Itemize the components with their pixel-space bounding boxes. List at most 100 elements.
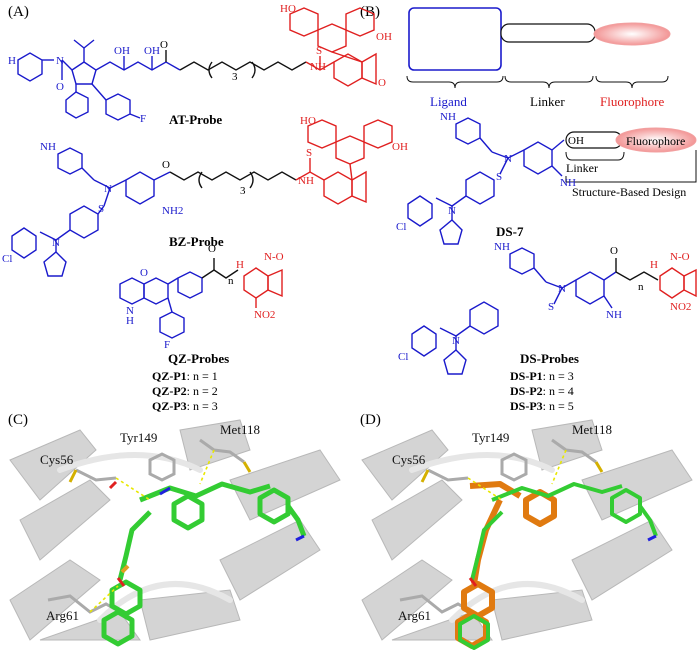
svg-text:O: O <box>162 159 170 171</box>
fluorophore-ellipse <box>593 22 671 46</box>
ds-probe-atom-labels: NH N S N Cl NH O n H N-O NO2 <box>398 241 691 363</box>
svg-text:N: N <box>452 335 460 347</box>
svg-text:DS-P3: n = 5: DS-P3: n = 5 <box>510 399 574 413</box>
svg-text:OH: OH <box>568 135 584 147</box>
at-probe-label: AT-Probe <box>169 112 222 127</box>
ligand-label: Ligand <box>430 94 467 109</box>
svg-text:H: H <box>126 315 134 327</box>
ds-probes-label: DS-Probes <box>520 351 579 366</box>
residue-tyr149-c: Tyr149 <box>120 430 157 445</box>
svg-text:N: N <box>448 205 456 217</box>
svg-text:H: H <box>236 259 244 271</box>
svg-text:DS-P1: n = 3: DS-P1: n = 3 <box>510 369 574 383</box>
svg-text:DS-P2: n = 4: DS-P2: n = 4 <box>510 384 574 398</box>
svg-text:O: O <box>140 267 148 279</box>
bz-probe-label: BZ-Probe <box>169 234 224 249</box>
svg-text:F: F <box>140 113 146 125</box>
ds7-label: DS-7 <box>496 224 524 239</box>
svg-text:S: S <box>548 301 554 313</box>
linker-label: Linker <box>530 94 565 109</box>
at-probe-atom-labels: H N O F OH OH O 3 NH S HO OH O <box>8 3 392 125</box>
ds7-atom-labels: NH N S N Cl NH <box>396 111 576 233</box>
svg-text:OH: OH <box>114 45 130 57</box>
svg-text:OH: OH <box>144 45 160 57</box>
svg-text:QZ-P2: n = 2: QZ-P2: n = 2 <box>152 384 218 398</box>
svg-text:N: N <box>56 55 64 67</box>
residue-met118-d: Met118 <box>572 422 612 437</box>
svg-text:NO2: NO2 <box>254 309 275 321</box>
svg-text:OH: OH <box>392 141 408 153</box>
svg-text:S: S <box>306 147 312 159</box>
svg-text:3: 3 <box>232 71 238 83</box>
ds7-linker-fluorophore: OH Fluorophore Linker Structure-Based De… <box>565 127 697 199</box>
svg-text:S: S <box>98 203 104 215</box>
ds-series-list: DS-P1: n = 3 DS-P2: n = 4 DS-P3: n = 5 <box>510 369 574 413</box>
svg-text:QZ-P1: n = 1: QZ-P1: n = 1 <box>152 369 218 383</box>
structure-based-design-label: Structure-Based Design <box>572 185 686 199</box>
svg-text:N: N <box>126 305 134 317</box>
qz-probes-label: QZ-Probes <box>168 351 229 366</box>
svg-text:NH: NH <box>40 141 56 153</box>
svg-text:NH: NH <box>560 177 576 189</box>
residue-tyr149-d: Tyr149 <box>472 430 509 445</box>
svg-text:HO: HO <box>280 3 296 15</box>
svg-text:H: H <box>8 55 16 67</box>
svg-text:S: S <box>496 171 502 183</box>
svg-text:N: N <box>504 153 512 165</box>
bz-probe-structure <box>11 119 393 277</box>
svg-text:3: 3 <box>240 185 246 197</box>
qz-probe-structure <box>119 258 283 339</box>
panel-letter-d: (D) <box>360 412 381 428</box>
design-schematic: Ligand Linker Fluorophore <box>406 7 671 109</box>
ds7-fluorophore-label: Fluorophore <box>626 134 685 148</box>
svg-text:O: O <box>56 81 64 93</box>
qz-probe-atom-labels: O N H F O n H N-O NO2 <box>126 243 284 351</box>
fluorophore-label: Fluorophore <box>600 94 665 109</box>
svg-text:S: S <box>316 45 322 57</box>
svg-text:NH: NH <box>606 309 622 321</box>
svg-text:OH: OH <box>376 31 392 43</box>
residue-arg61-d: Arg61 <box>398 608 431 623</box>
ligand-box <box>408 7 502 71</box>
residue-cys56-d: Cys56 <box>392 452 426 467</box>
qz-series-list: QZ-P1: n = 1 QZ-P2: n = 2 QZ-P3: n = 3 <box>152 369 218 413</box>
ds7-linker-label: Linker <box>566 161 598 175</box>
svg-text:N: N <box>558 283 566 295</box>
svg-text:QZ-P3: n = 3: QZ-P3: n = 3 <box>152 399 218 413</box>
svg-text:HO: HO <box>300 115 316 127</box>
svg-text:NH: NH <box>310 61 326 73</box>
panel-letter-a: (A) <box>8 4 29 20</box>
svg-text:O: O <box>610 245 618 257</box>
svg-text:Cl: Cl <box>398 351 408 363</box>
svg-text:NH2: NH2 <box>162 205 183 217</box>
svg-text:H: H <box>650 259 658 271</box>
linker-box <box>500 23 596 43</box>
residue-met118-c: Met118 <box>220 422 260 437</box>
svg-text:N: N <box>52 237 60 249</box>
svg-text:O: O <box>378 77 386 89</box>
docking-view-c <box>9 419 341 647</box>
svg-text:NH: NH <box>494 241 510 253</box>
svg-text:NO2: NO2 <box>670 301 691 313</box>
svg-text:F: F <box>164 339 170 351</box>
svg-text:NH: NH <box>298 175 314 187</box>
svg-text:Cl: Cl <box>2 253 12 265</box>
docking-view-d <box>361 419 693 650</box>
svg-text:n: n <box>228 275 234 287</box>
svg-text:N-O: N-O <box>264 251 284 263</box>
residue-arg61-c: Arg61 <box>46 608 79 623</box>
svg-text:O: O <box>208 243 216 255</box>
svg-text:N: N <box>104 183 112 195</box>
bz-probe-atom-labels: NH N S NH2 O 3 N Cl NH S HO OH <box>2 115 408 265</box>
ds7-structure <box>407 117 565 245</box>
at-probe-structure <box>17 7 377 121</box>
panel-letter-c: (C) <box>8 412 28 428</box>
svg-text:n: n <box>638 281 644 293</box>
residue-cys56-c: Cys56 <box>40 452 74 467</box>
svg-text:Cl: Cl <box>396 221 406 233</box>
ds-probe-structure <box>411 247 697 375</box>
svg-text:N-O: N-O <box>670 251 690 263</box>
svg-text:O: O <box>160 39 168 51</box>
svg-text:NH: NH <box>440 111 456 123</box>
